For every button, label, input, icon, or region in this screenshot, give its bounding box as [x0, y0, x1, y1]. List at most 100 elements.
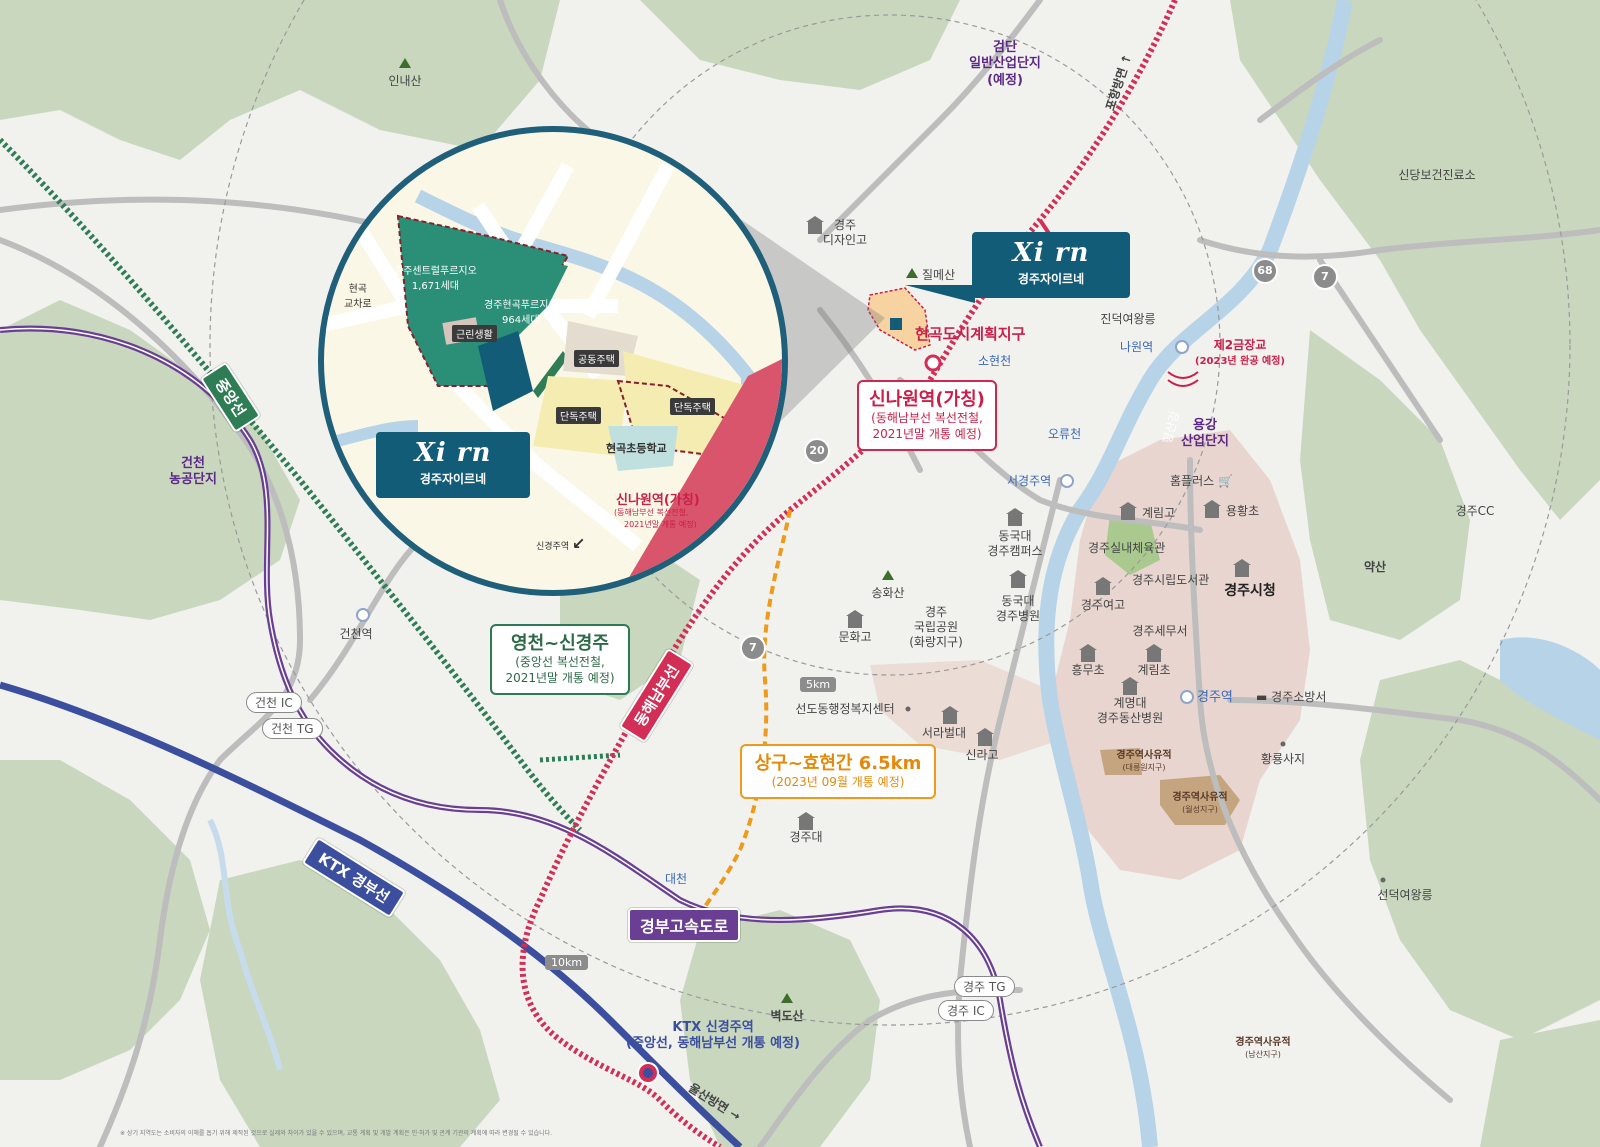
inset-singyeongju-label: 신경주역 ↙ [536, 534, 586, 553]
cart-icon: 🛒 [1218, 474, 1233, 488]
sinnawon-callout[interactable]: 신나원역(가칭) (동해남부선 복선전철, 2021년말 개통 예정) [857, 380, 997, 451]
hwangryong-dot [1280, 741, 1286, 747]
cityhall-icon [1233, 559, 1251, 577]
cityhall-label: 경주시청 [1224, 583, 1276, 599]
route-7a: 7 [740, 635, 766, 661]
school-icon-munhwa [846, 610, 864, 628]
ktx-station-inner [643, 1068, 653, 1078]
yeongcheon-title: 영천~신경주 [511, 633, 609, 654]
seogyeongju-station-icon [1060, 474, 1074, 488]
inset-station-sub1: (동해남부선 복선전철, [614, 508, 689, 517]
library-label: 경주시립도서관 [1132, 573, 1210, 587]
brand-pointer [905, 285, 975, 303]
seondeok-dot [1380, 877, 1386, 883]
gyeongju-station-icon [1180, 690, 1194, 704]
jindeok-label: 진덕여왕릉 [1100, 312, 1156, 326]
xi-logo-main: Xi rn [1012, 238, 1090, 268]
gyerim-es-label: 계림초 [1137, 663, 1171, 677]
school-icon-gyeongju-univ [797, 812, 815, 830]
sinnawon-sub1: (동해남부선 복선전철, [871, 411, 983, 426]
sinnawon-sub2: 2021년말 개통 예정) [872, 426, 982, 441]
stream-west [207, 818, 283, 1071]
school-icon-keimyung [1121, 677, 1139, 695]
gyeongju-univ-label: 경주대 [789, 830, 823, 844]
yonghwang-label: 용황초 [1226, 504, 1260, 518]
expressway-inner [0, 327, 1041, 1147]
yeongcheon-callout[interactable]: 영천~신경주 (중앙선 복선전철, 2021년말 개통 예정) [490, 624, 630, 695]
gym-label: 경주실내체육관 [1088, 541, 1166, 555]
hwangryong-label: 황룡사지 [1260, 752, 1306, 766]
brand-name: 경주자이르네 [1017, 272, 1085, 286]
homeplus-label: 홈플러스 🛒 [1170, 474, 1233, 488]
inset-station-label: 신나원역(가칭) [616, 493, 700, 508]
tax-office-label: 경주세무서 [1132, 624, 1188, 638]
donghae-line [519, 0, 1178, 1147]
seondo-area [870, 660, 1060, 760]
school-icon-yonghwang [1203, 500, 1221, 518]
arrow-icon: ↙ [572, 534, 586, 553]
mountain-icon-byeokdosan [781, 993, 793, 1003]
historic-daereung-label: 경주역사유적(대릉원지구) [1116, 750, 1172, 772]
inset-school-label: 현곡초등학교 [606, 442, 667, 455]
jungang-line [0, 137, 583, 833]
bridge-label: 제2금장교(2023년 완공 예정) [1195, 338, 1285, 367]
school-icon-ghs [1094, 577, 1112, 595]
historic-wolseong-label: 경주역사유적(월성지구) [1172, 792, 1228, 814]
nawon-station-icon [1175, 340, 1189, 354]
district-label: 현곡도시계획지구 [915, 325, 1026, 343]
seorabeol-label: 서라벌대 [921, 726, 967, 740]
sohyeoncheon-label: 소현천 [978, 354, 1012, 368]
silla-label: 신라고 [965, 748, 999, 762]
brand-box[interactable]: Xi rn 경주자이르네 [972, 232, 1130, 298]
innaesan-label: 인내산 [388, 74, 422, 88]
geoncheon-station-icon [356, 608, 370, 622]
site-marker [890, 318, 902, 330]
expressway-badge: 경부고속도로 [628, 908, 741, 942]
jungang-branch [539, 752, 621, 763]
xi-logo: Xi rn [414, 438, 492, 468]
inset-apartment-tag: 공동주택 [574, 350, 619, 367]
yaksan-label: 약산 [1363, 560, 1387, 574]
heungmu-label: 흥무초 [1071, 663, 1105, 677]
yeongcheon-sub1: (중앙선 복선전철, [515, 655, 605, 670]
ktx-station-label: KTX 신경주역(중앙선, 동해남부선 개통 예정) [626, 1020, 800, 1052]
gyeongju-tg: 경주 TG [954, 976, 1015, 997]
school-icon-gyerim [1119, 502, 1137, 520]
gyeongju-cc-label: 경주CC [1455, 504, 1495, 518]
fire-label: ▬ 경주소방서 [1256, 690, 1327, 704]
route-68: 68 [1252, 258, 1278, 284]
wolseong-area [1160, 775, 1240, 825]
jilmaesan-label: 질메산 [922, 268, 956, 282]
munhwa-label: 문화고 [838, 630, 872, 644]
gym-area [1105, 515, 1160, 575]
geoncheon-station-label: 건천역 [339, 627, 373, 641]
inset-neighborhood-tag: 근린생활 [452, 325, 497, 342]
geoncheon-tg: 건천 TG [262, 718, 323, 739]
sinan-clinic-label: 신당보건진료소 [1398, 168, 1476, 182]
inset-station-sub2: 2021년말 개통 예정) [624, 520, 697, 529]
seogyeongju-label: 서경주역 [1007, 474, 1052, 488]
mountain-icon-songhwasan [882, 570, 894, 580]
inset-house2-tag: 단독주택 [670, 398, 715, 415]
geoncheon-ic: 건천 IC [246, 692, 302, 713]
sinnawon-title: 신나원역(가칭) [869, 389, 985, 410]
sanggu-callout[interactable]: 상구~효현간 6.5km (2023년 09월 개통 예정) [740, 744, 936, 799]
yeongcheon-sub2: 2021년말 개통 예정) [505, 670, 615, 685]
inset-brand-box: Xi rn 경주자이르네 [376, 432, 530, 498]
sanggu-road [688, 509, 792, 931]
school-icon-seorabeol [941, 706, 959, 724]
school-icon-silla [976, 728, 994, 746]
sanggu-title: 상구~효현간 6.5km [754, 753, 922, 774]
school-icon-design [806, 216, 824, 234]
